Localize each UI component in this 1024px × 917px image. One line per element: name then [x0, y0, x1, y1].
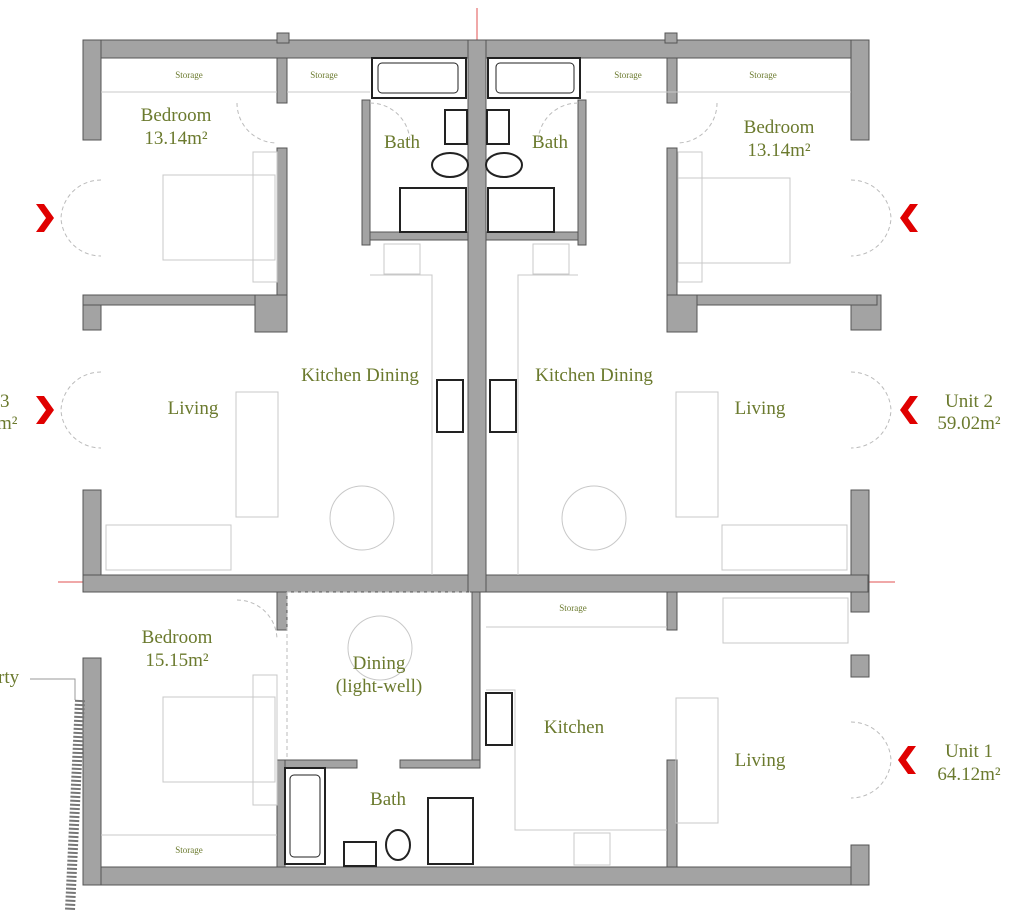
entrance-markers	[36, 204, 918, 774]
room-area: 13.14m²	[144, 128, 208, 149]
room-label: Bedroom	[743, 117, 815, 138]
interior-lines	[101, 91, 851, 836]
room-label: Bedroom	[141, 627, 213, 648]
room-label: Bath	[532, 132, 568, 153]
room-label: Storage	[749, 70, 777, 80]
room-label: Bedroom	[140, 105, 212, 126]
entrance-arrow-icon	[36, 396, 54, 424]
furniture	[105, 151, 849, 866]
unit-label: 3	[0, 391, 10, 412]
unit-label: Unit 1	[944, 741, 994, 762]
room-label-sub: (light-well)	[335, 676, 423, 697]
room-label: Living	[734, 398, 786, 419]
room-label: Storage	[175, 845, 203, 855]
unit-area: 64.12m²	[937, 764, 1001, 785]
unit-area: 59.02m²	[937, 413, 1001, 434]
room-label: Kitchen Dining	[301, 365, 419, 386]
property-leader-line	[30, 678, 76, 700]
boundary-wall	[65, 699, 85, 911]
entrance-arrow-icon	[900, 396, 918, 424]
room-label: Living	[167, 398, 219, 419]
room-area: 15.15m²	[145, 650, 209, 671]
room-label: Bath	[370, 789, 406, 810]
entrance-arrow-icon	[898, 746, 916, 774]
room-label: Storage	[559, 603, 587, 613]
room-label: Kitchen Dining	[535, 365, 653, 386]
unit-area: m²	[0, 413, 18, 434]
room-area: 13.14m²	[747, 140, 811, 161]
entrance-arrow-icon	[900, 204, 918, 232]
sanitary-fixtures	[284, 57, 581, 867]
entrance-arrow-icon	[36, 204, 54, 232]
room-label: Kitchen	[543, 717, 605, 738]
property-label: rty	[0, 667, 20, 688]
unit-label: Unit 2	[944, 391, 994, 412]
room-label: Storage	[310, 70, 338, 80]
walls	[82, 32, 882, 886]
room-label: Storage	[614, 70, 642, 80]
room-label: Bath	[384, 132, 420, 153]
door-swings	[60, 102, 892, 799]
room-label: Living	[734, 750, 786, 771]
room-label: Dining	[352, 653, 406, 674]
room-label: Storage	[175, 70, 203, 80]
